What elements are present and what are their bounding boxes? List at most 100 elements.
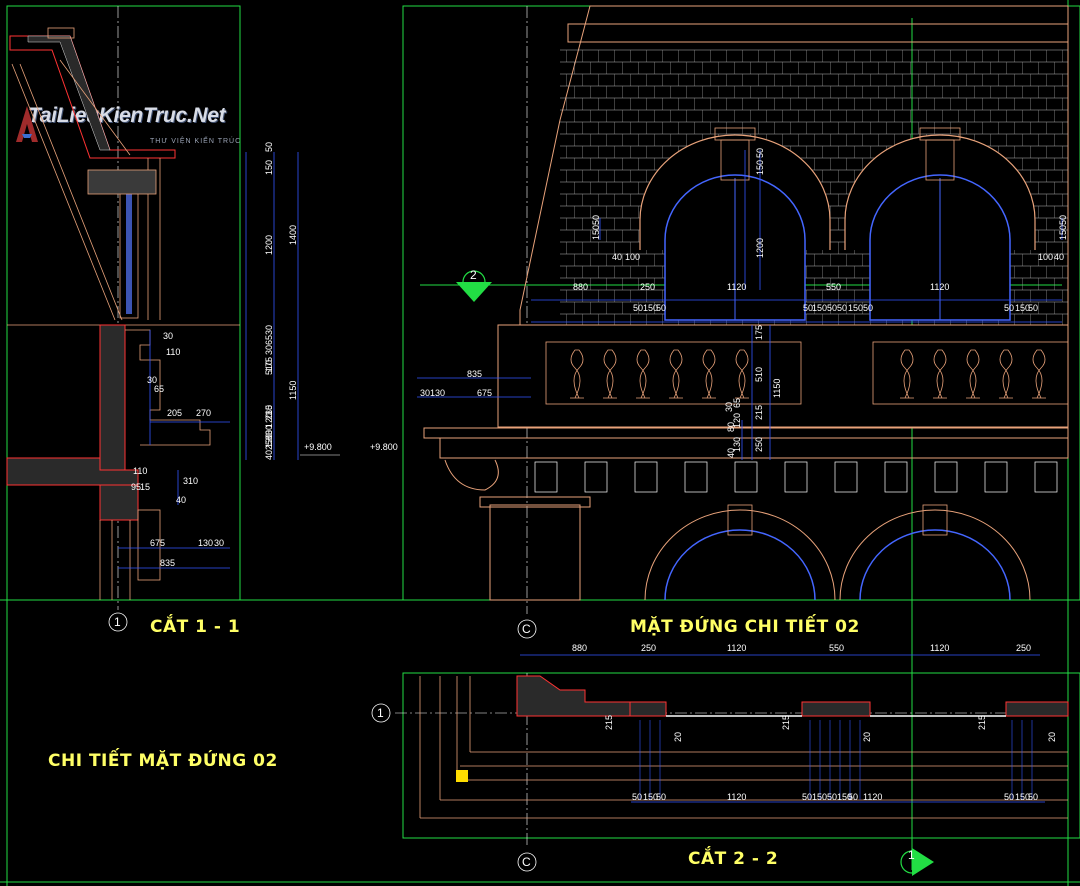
dim-plan-top: 250: [1016, 643, 1031, 653]
baluster: [636, 349, 650, 399]
dim-sec1-v: 130: [264, 433, 274, 448]
lower-window: [859, 529, 1011, 601]
dim-elev-top: 550: [826, 282, 841, 292]
dim-plan-bottom: 50: [848, 792, 858, 802]
dim-elev-top: 1120: [930, 282, 949, 292]
dim-plan-top: 250: [641, 643, 656, 653]
dim-plan-vert: 215: [781, 715, 791, 730]
dim-sec1-h: 30: [214, 538, 224, 548]
grid-bubble-c-bottom: C: [517, 852, 537, 872]
dim-sec1-h: 835: [160, 558, 175, 568]
dim-plan-bottom: 50: [1028, 792, 1038, 802]
dim-elev-balcony: 30: [724, 402, 734, 412]
dim-elev-bot: 50: [837, 303, 847, 313]
cornice-top: [423, 427, 1069, 439]
dim-elev-balcony-total: 1150: [772, 379, 782, 398]
dim-sec1-h: 40: [176, 495, 186, 505]
dim-sec1-h: 15: [140, 482, 150, 492]
dim-plan-bottom: 150: [643, 792, 658, 802]
dim-elev-balcony: 510: [754, 367, 764, 382]
dim-elev-window: 150: [755, 160, 765, 175]
svg-text:1: 1: [114, 615, 121, 629]
keystone-cap: [919, 127, 961, 141]
dim-elev-left: 50: [591, 215, 601, 225]
dim-plan-bottom: 150: [812, 792, 827, 802]
dim-plan-bottom: 50: [656, 792, 666, 802]
dim-elev-top: 880: [573, 282, 588, 292]
dim-sec1-v: 250: [264, 435, 274, 450]
pier: [1005, 701, 1069, 717]
dim-plan-bottom: 150: [1015, 792, 1030, 802]
dim-elev-balcony: 215: [754, 405, 764, 420]
dim-elev-window: 50: [755, 148, 765, 158]
svg-text:1: 1: [908, 848, 915, 862]
dim-sec1-v: 30: [264, 405, 274, 415]
modillion: [734, 461, 758, 493]
column-capital: [479, 496, 591, 508]
dim-sec1-v: 30: [264, 325, 274, 335]
balustrade-left: [545, 341, 802, 405]
cornice-mid: [439, 437, 1069, 459]
grid-bubble-1-top: 1: [108, 612, 128, 632]
keystone-cap: [714, 127, 756, 141]
modillion: [634, 461, 658, 493]
lower-window: [664, 529, 816, 601]
level-left: +9.800: [304, 442, 332, 452]
dim-elev-left-h: 30: [420, 388, 430, 398]
modillion: [784, 461, 808, 493]
dim-elev-balcony: 130: [732, 437, 742, 452]
dim-sec1-h: 30: [147, 375, 157, 385]
dim-elev-top: 250: [640, 282, 655, 292]
dim-plan-top: 550: [829, 643, 844, 653]
modillion: [684, 461, 708, 493]
dim-elev-bot: 50: [1028, 303, 1038, 313]
dim-elev-bot: 150: [848, 303, 863, 313]
baluster: [735, 349, 749, 399]
logo-icon: [14, 104, 40, 144]
dim-elev-right: 150: [1058, 225, 1068, 240]
dim-sec1-h: 270: [196, 408, 211, 418]
dim-plan-bottom: 50: [632, 792, 642, 802]
svg-text:C: C: [522, 622, 531, 636]
balustrade-right: [872, 341, 1069, 405]
svg-text:1: 1: [377, 706, 384, 720]
pier: [801, 701, 871, 717]
dim-sec1-v: 50: [264, 142, 274, 152]
dim-elev-bot: 50: [863, 303, 873, 313]
dim-sec1-h: 675: [150, 538, 165, 548]
dim-elev-top: 1120: [727, 282, 746, 292]
dim-plan-vert: 215: [604, 715, 614, 730]
baluster: [999, 349, 1013, 399]
modillion: [1034, 461, 1058, 493]
dim-sec1-h: 310: [183, 476, 198, 486]
dim-elev-bot: 50: [1004, 303, 1014, 313]
dim-plan-bottom: 50: [802, 792, 812, 802]
section-marker-1: 1: [900, 848, 934, 876]
dim-plan-vert: 215: [977, 715, 987, 730]
section-1-1: [6, 27, 340, 600]
dim-plan-top: 880: [572, 643, 587, 653]
baluster: [570, 349, 584, 399]
dim-elev-right: 40: [1054, 252, 1064, 262]
modillion: [534, 461, 558, 493]
dim-elev-left-h: 130: [430, 388, 445, 398]
title-section-1-1: CẮT 1 - 1: [150, 613, 240, 637]
dim-plan-bottom: 1120: [863, 792, 882, 802]
marker-square: [456, 770, 468, 782]
dim-plan-vert: 20: [1047, 732, 1057, 742]
dim-elev-bot: 150: [643, 303, 658, 313]
dim-elev-left: 150: [591, 225, 601, 240]
grid-bubble-c-top: C: [517, 619, 537, 639]
modillion: [884, 461, 908, 493]
lower-keystone: [727, 504, 753, 536]
modillion: [584, 461, 608, 493]
section-2-2: [419, 654, 1069, 819]
dim-sec1-h: 110: [133, 466, 147, 476]
dim-elev-bot: 150: [812, 303, 827, 313]
dim-sec1-v: 510: [264, 360, 274, 375]
dim-plan-bottom: 50: [827, 792, 837, 802]
dim-elev-balcony: 80: [726, 422, 736, 432]
lower-arch: [644, 509, 836, 601]
dim-plan-top: 1120: [930, 643, 949, 653]
